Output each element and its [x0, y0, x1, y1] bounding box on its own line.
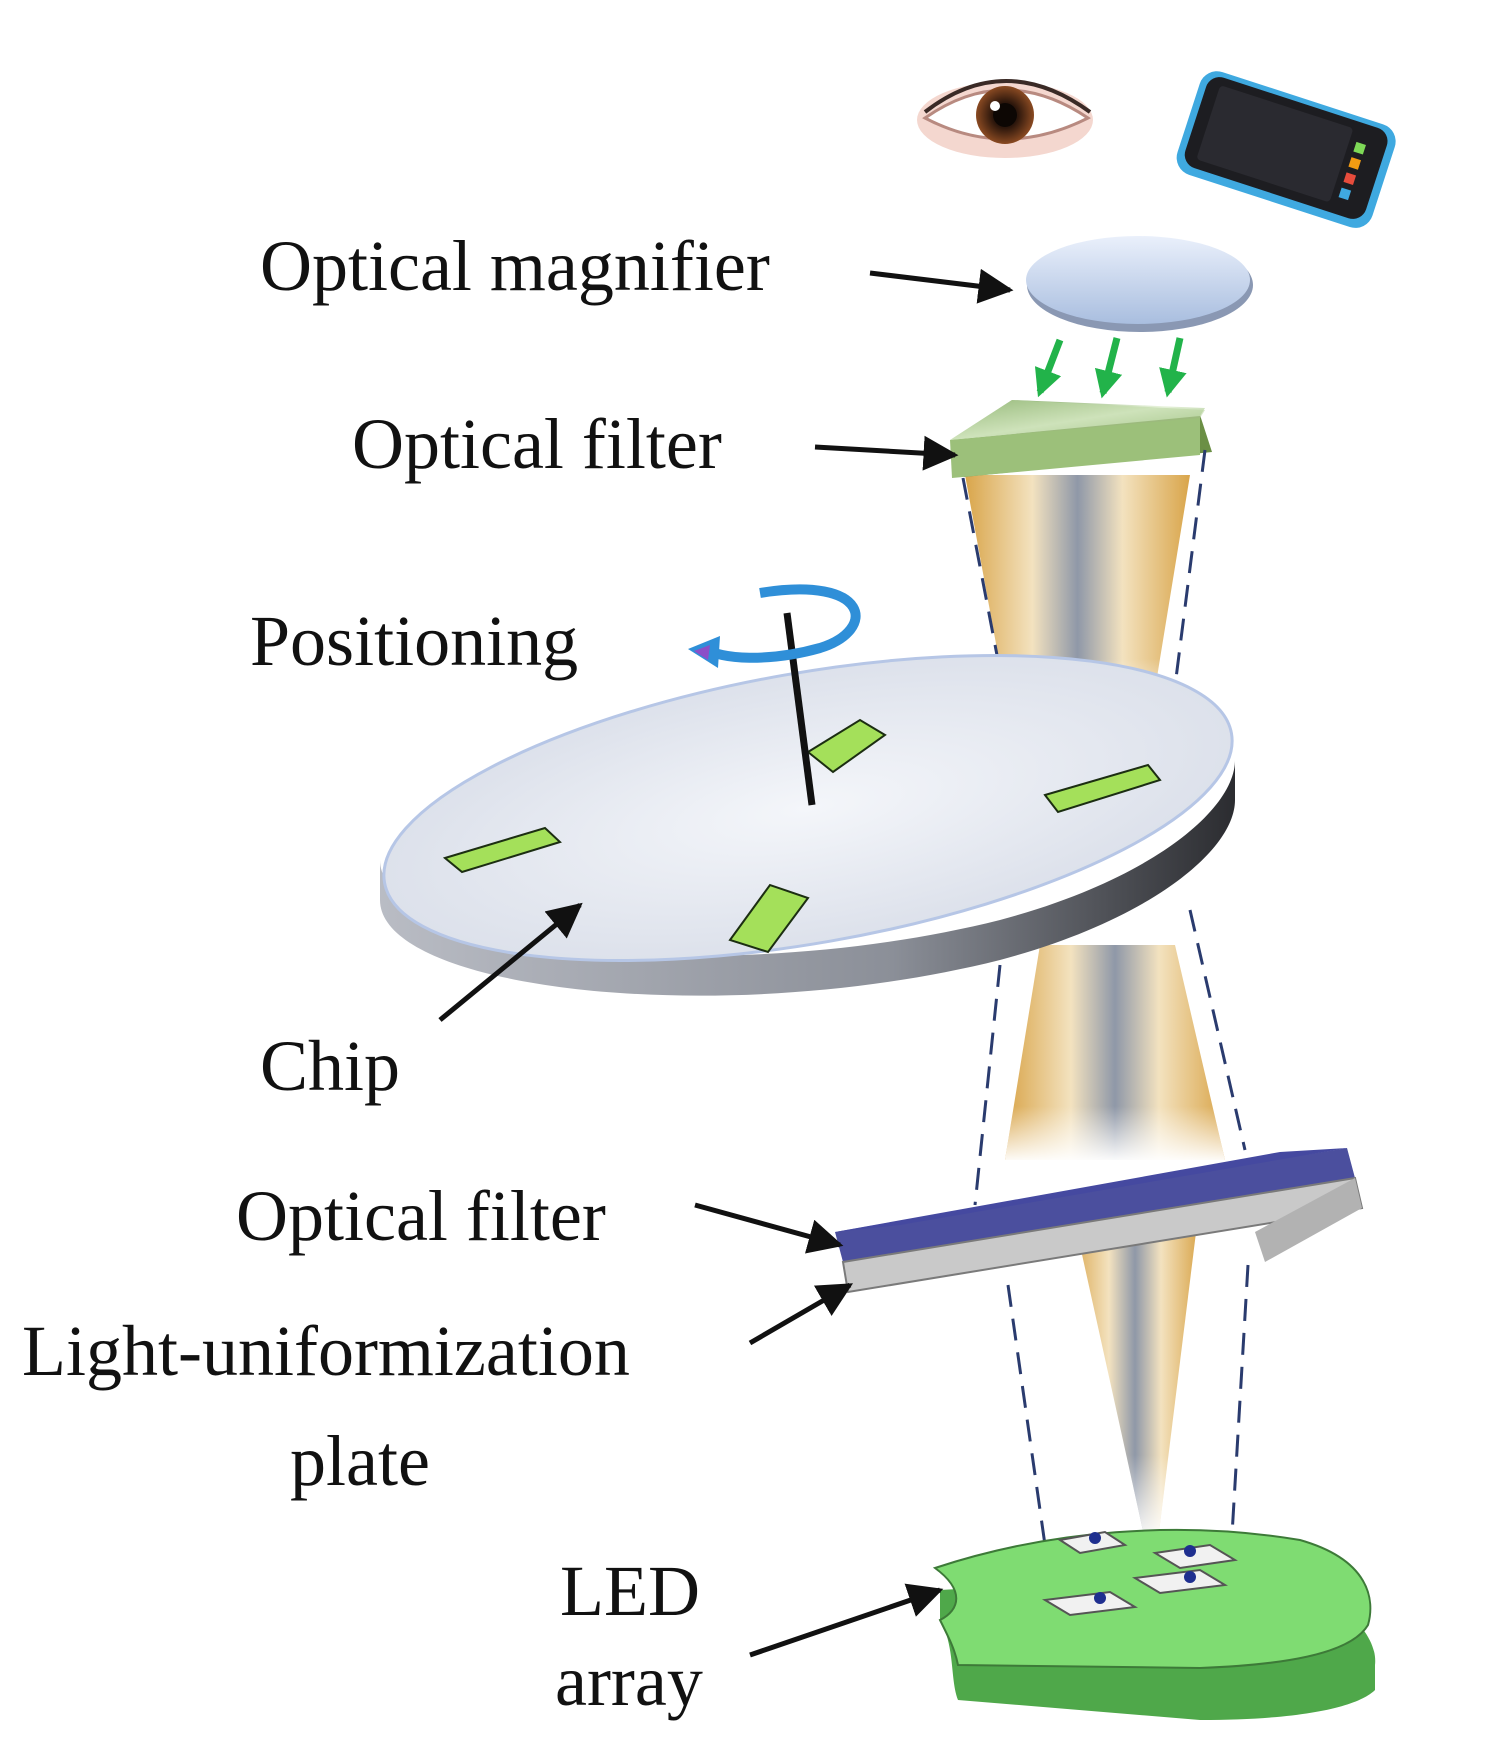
- rotate-arrow-icon: [688, 584, 861, 668]
- label-light-uniformization-line2: plate: [290, 1421, 430, 1501]
- label-positioning: Positioning: [250, 601, 579, 681]
- optical-filter-bottom: [835, 1148, 1355, 1262]
- chip-pad: [728, 883, 810, 954]
- label-optical-magnifier: Optical magnifier: [260, 226, 770, 306]
- emission-arrows: [1034, 337, 1187, 399]
- arrow-led-array: [749, 1583, 944, 1658]
- label-optical-filter-bottom: Optical filter: [236, 1176, 606, 1256]
- lower-guide-lines: [973, 909, 1250, 1546]
- label-led-line2: array: [555, 1641, 703, 1721]
- led-chip: [1057, 1530, 1128, 1555]
- chip-disc: [380, 654, 1235, 996]
- chip-pad: [806, 718, 887, 774]
- label-led-line1: LED: [560, 1551, 700, 1631]
- arrow-optical-magnifier: [869, 268, 1014, 304]
- arrow-chip: [438, 902, 583, 1022]
- led-chip: [1131, 1568, 1229, 1595]
- positioning-rod: [783, 612, 816, 806]
- led-array-board: [932, 1528, 1376, 1720]
- smartphone-icon: [1176, 71, 1396, 228]
- label-optical-filter-top: Optical filter: [352, 404, 722, 484]
- leader-arrows: [438, 268, 1014, 1658]
- led-chip: [1152, 1543, 1238, 1570]
- arrow-optical-filter-bottom: [694, 1202, 844, 1254]
- arrow-optical-filter-top: [814, 435, 959, 471]
- lower-light-beam: [1005, 945, 1225, 1540]
- label-chip: Chip: [260, 1026, 401, 1106]
- optical-filter-top: [950, 400, 1212, 478]
- eye-icon: [917, 79, 1093, 158]
- chip-pad: [442, 826, 562, 874]
- label-light-uniformization-line1: Light-uniformization: [22, 1311, 630, 1391]
- light-uniformization-plate: [841, 1176, 1364, 1294]
- arrow-light-uniformization: [748, 1282, 854, 1346]
- chip-pad: [1043, 763, 1162, 814]
- led-chip: [1041, 1590, 1139, 1617]
- optical-magnifier-lens: [1026, 236, 1253, 332]
